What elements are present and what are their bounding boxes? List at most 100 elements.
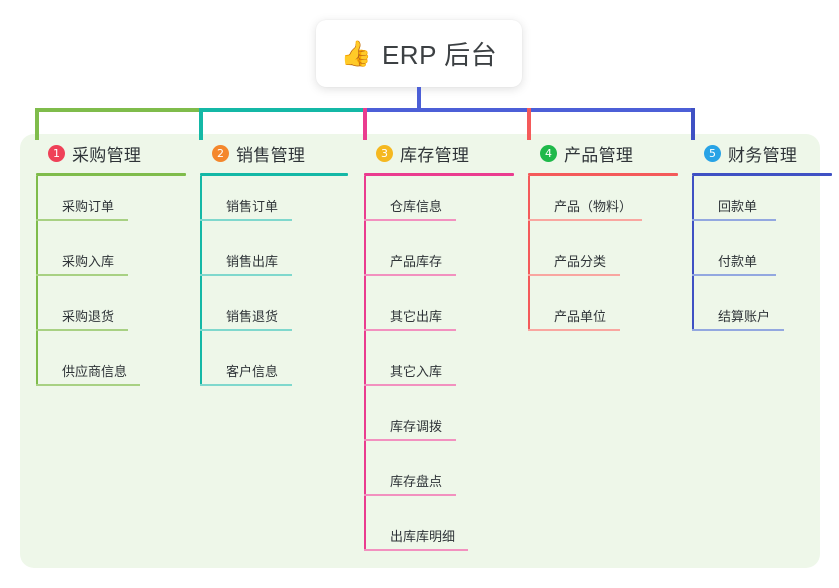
connector-root-stem — [417, 87, 421, 110]
root-node-erp-backend[interactable]: 👍 ERP 后台 — [316, 20, 522, 87]
branch-item-rule — [528, 219, 642, 221]
connector-bus-segment-2 — [199, 108, 367, 112]
branch-item[interactable]: 其它入库 — [364, 341, 514, 396]
branch-item[interactable]: 结算账户 — [692, 286, 832, 341]
branch-item-label: 仓库信息 — [390, 199, 443, 214]
branch-item-rule — [364, 494, 456, 496]
branch-item-label: 其它出库 — [390, 309, 443, 324]
branch-number-badge: 4 — [540, 144, 557, 162]
branch-item-rule — [528, 274, 620, 276]
branch-number-badge: 3 — [376, 144, 393, 162]
branch-spine-line — [528, 176, 530, 331]
branch-item-label: 产品分类 — [554, 254, 607, 269]
branch-item-label: 销售出库 — [226, 254, 279, 269]
branch-item-label: 采购订单 — [62, 199, 115, 214]
branch-item-rule — [692, 274, 776, 276]
branch-item-label: 产品单位 — [554, 309, 607, 324]
branch-header-rule — [200, 173, 348, 176]
branch-item-label: 销售退货 — [226, 309, 279, 324]
branch-item[interactable]: 产品单位 — [528, 286, 678, 341]
branch-item-rule — [200, 384, 292, 386]
branch-item-rule — [36, 384, 140, 386]
branch-header-rule — [36, 173, 186, 176]
branch-item[interactable]: 产品库存 — [364, 231, 514, 286]
branch-item-rule — [36, 274, 128, 276]
branch-number-badge: 1 — [48, 144, 65, 162]
branch-column-2: 2 销售管理销售订单销售出库销售退货客户信息 — [200, 140, 348, 396]
branch-header-1[interactable]: 1 采购管理 — [36, 140, 186, 166]
branch-number-badge: 2 — [212, 144, 229, 162]
branch-item-label: 出库库明细 — [390, 529, 456, 544]
branch-item[interactable]: 销售退货 — [200, 286, 348, 341]
branch-item-label: 库存调拨 — [390, 419, 443, 434]
branch-title: 库存管理 — [400, 145, 470, 165]
connector-drop-4 — [527, 108, 531, 140]
branch-items-list: 仓库信息产品库存其它出库其它入库库存调拨库存盘点出库库明细 — [364, 176, 514, 561]
branch-item-label: 客户信息 — [226, 364, 279, 379]
connector-drop-2 — [199, 108, 203, 140]
branch-item-label: 采购入库 — [62, 254, 115, 269]
branch-item-rule — [364, 274, 456, 276]
branch-item-rule — [692, 219, 776, 221]
branch-header-rule — [364, 173, 514, 176]
branch-spine-line — [692, 176, 694, 331]
branch-item[interactable]: 其它出库 — [364, 286, 514, 341]
branch-number-badge: 5 — [704, 144, 721, 162]
connector-bus-segment-1 — [35, 108, 203, 112]
branch-title: 产品管理 — [564, 145, 634, 165]
branch-item[interactable]: 产品分类 — [528, 231, 678, 286]
branch-item[interactable]: 销售订单 — [200, 176, 348, 231]
branch-item[interactable]: 销售出库 — [200, 231, 348, 286]
branch-item-label: 销售订单 — [226, 199, 279, 214]
branch-spine-line — [200, 176, 202, 386]
branch-item[interactable]: 客户信息 — [200, 341, 348, 396]
branch-item[interactable]: 库存调拨 — [364, 396, 514, 451]
branch-item-label: 付款单 — [718, 254, 758, 269]
branch-item-rule — [528, 329, 620, 331]
root-node-title: ERP 后台 — [381, 40, 498, 70]
branch-item[interactable]: 采购订单 — [36, 176, 186, 231]
branch-item-label: 结算账户 — [718, 309, 771, 324]
branch-column-3: 3 库存管理仓库信息产品库存其它出库其它入库库存调拨库存盘点出库库明细 — [364, 140, 514, 561]
branch-item[interactable]: 采购入库 — [36, 231, 186, 286]
branch-item-rule — [364, 384, 456, 386]
branch-items-list: 采购订单采购入库采购退货供应商信息 — [36, 176, 186, 396]
branch-title: 销售管理 — [236, 145, 306, 165]
branch-item[interactable]: 产品（物料） — [528, 176, 678, 231]
branch-header-4[interactable]: 4 产品管理 — [528, 140, 678, 166]
branch-title: 采购管理 — [72, 145, 142, 165]
branch-item[interactable]: 库存盘点 — [364, 451, 514, 506]
connector-bus-segment-4 — [527, 108, 695, 112]
branch-item[interactable]: 出库库明细 — [364, 506, 514, 561]
branch-item-rule — [364, 439, 456, 441]
branch-items-list: 销售订单销售出库销售退货客户信息 — [200, 176, 348, 396]
connector-drop-3 — [363, 108, 367, 140]
branch-item-label: 采购退货 — [62, 309, 115, 324]
branch-item-rule — [364, 329, 456, 331]
branch-item[interactable]: 付款单 — [692, 231, 832, 286]
branch-item-label: 产品（物料） — [554, 199, 633, 214]
branch-header-2[interactable]: 2 销售管理 — [200, 140, 348, 166]
branch-spine-line — [36, 176, 38, 386]
branch-item-rule — [36, 329, 128, 331]
connector-drop-1 — [35, 108, 39, 140]
branch-item[interactable]: 回款单 — [692, 176, 832, 231]
branch-header-rule — [528, 173, 678, 176]
branch-item-rule — [364, 549, 468, 551]
branch-item-label: 库存盘点 — [390, 474, 443, 489]
branch-items-list: 回款单付款单结算账户 — [692, 176, 832, 341]
branch-item[interactable]: 仓库信息 — [364, 176, 514, 231]
branch-items-list: 产品（物料） 产品分类产品单位 — [528, 176, 678, 341]
branch-item[interactable]: 供应商信息 — [36, 341, 186, 396]
branch-item-label: 产品库存 — [390, 254, 443, 269]
branch-item-rule — [200, 219, 292, 221]
branch-column-4: 4 产品管理产品（物料） 产品分类产品单位 — [528, 140, 678, 341]
connector-drop-5 — [691, 108, 695, 140]
branch-header-3[interactable]: 3 库存管理 — [364, 140, 514, 166]
branch-item-label: 其它入库 — [390, 364, 443, 379]
connector-bus-segment-3 — [363, 108, 531, 112]
branch-item-label: 回款单 — [718, 199, 758, 214]
branch-item[interactable]: 采购退货 — [36, 286, 186, 341]
